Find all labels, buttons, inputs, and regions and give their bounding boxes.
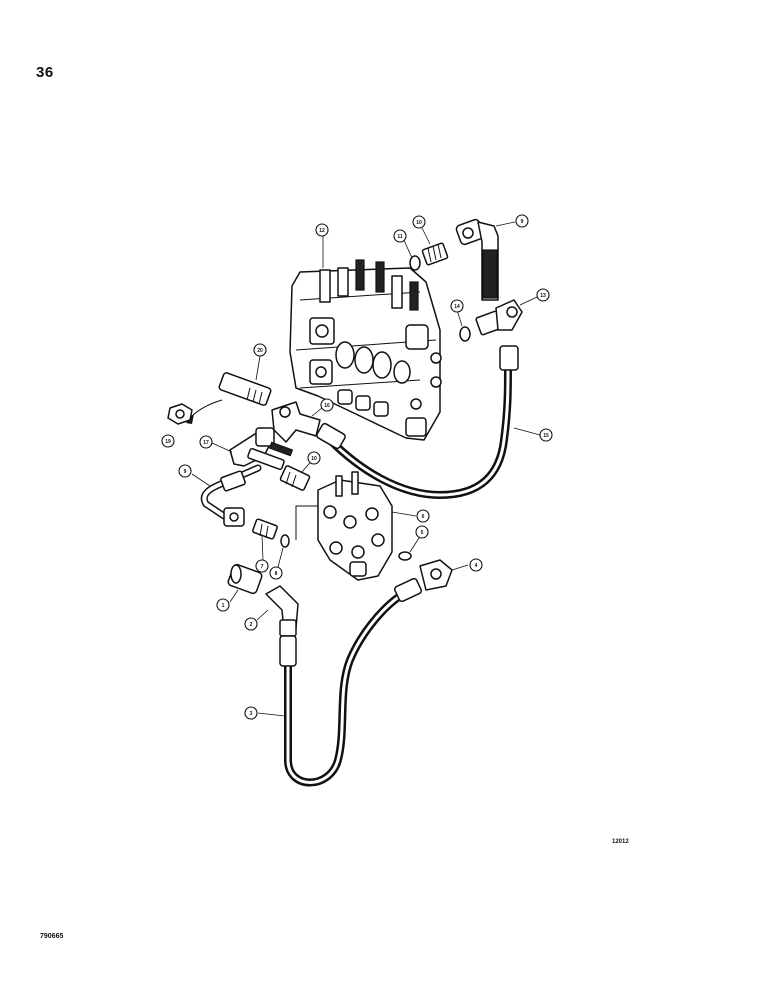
callout-4: 4 xyxy=(469,558,483,572)
callout-label: 11 xyxy=(397,234,403,240)
hose-part-3 xyxy=(279,577,423,787)
callout-3: 3 xyxy=(244,706,258,720)
callout-1: 1 xyxy=(216,598,230,612)
callout-label: 9 xyxy=(184,469,187,475)
elbow-tube-part-9-upper xyxy=(455,218,499,301)
valve-part-6 xyxy=(295,471,393,581)
callout-label: 10 xyxy=(311,456,317,462)
tee-fitting-part-16 xyxy=(271,401,321,443)
elbow-fitting-part-2 xyxy=(265,585,299,637)
fitting-part-20 xyxy=(218,372,272,406)
callout-label: 13 xyxy=(540,293,546,299)
callout-label: 2 xyxy=(250,622,253,628)
o-ring-part-8 xyxy=(280,534,290,548)
callout-17: 17 xyxy=(199,435,213,449)
figure-code: 12012 xyxy=(612,839,629,845)
callout-label: 6 xyxy=(422,514,425,520)
callout-13: 13 xyxy=(536,288,550,302)
nut-part-19 xyxy=(167,403,193,425)
o-ring-part-14 xyxy=(459,326,471,342)
callout-14: 14 xyxy=(450,299,464,313)
callout-2: 2 xyxy=(244,617,258,631)
callout-5: 5 xyxy=(415,525,429,539)
callout-label: 14 xyxy=(454,304,460,310)
callout-10-upper: 10 xyxy=(412,215,426,229)
fitting-part-7 xyxy=(252,518,278,540)
callout-15: 15 xyxy=(539,428,553,442)
tube-part-9-lower xyxy=(200,464,262,527)
callout-label: 8 xyxy=(275,571,278,577)
callout-label: 16 xyxy=(324,403,330,409)
callout-9-upper: 9 xyxy=(515,214,529,228)
elbow-fitting-part-4 xyxy=(419,559,453,591)
callout-label: 7 xyxy=(261,564,264,570)
callout-label: 17 xyxy=(203,440,209,446)
document-code: 790665 xyxy=(40,933,64,940)
callout-8: 8 xyxy=(269,566,283,580)
page-number: 36 xyxy=(36,64,54,81)
callout-label: 12 xyxy=(319,228,325,234)
callout-19: 19 xyxy=(161,434,175,448)
callout-20: 20 xyxy=(253,343,267,357)
connector-part-1 xyxy=(227,563,263,595)
o-ring-part-11 xyxy=(409,255,421,271)
elbow-fitting-part-17 xyxy=(229,427,294,471)
callout-label: 9 xyxy=(521,219,524,225)
callout-label: 20 xyxy=(257,348,263,354)
control-valve-part-12 xyxy=(289,259,442,441)
callout-12: 12 xyxy=(315,223,329,237)
callout-label: 3 xyxy=(250,711,253,717)
callout-7: 7 xyxy=(255,559,269,573)
callout-label: 15 xyxy=(543,433,549,439)
o-ring-part-5 xyxy=(398,551,412,561)
callout-label: 5 xyxy=(421,530,424,536)
callout-label: 10 xyxy=(416,220,422,226)
hose-part-15 xyxy=(316,345,519,500)
callout-label: 19 xyxy=(165,439,171,445)
adapter-part-10-lower xyxy=(279,465,311,491)
callout-11: 11 xyxy=(393,229,407,243)
callout-6: 6 xyxy=(416,509,430,523)
adapter-part-10-upper xyxy=(421,242,449,266)
callout-9-lower: 9 xyxy=(178,464,192,478)
callout-10-lower: 10 xyxy=(307,451,321,465)
callout-label: 4 xyxy=(475,563,478,569)
callout-label: 1 xyxy=(222,603,225,609)
elbow-fitting-part-13 xyxy=(475,299,523,336)
callout-16: 16 xyxy=(320,398,334,412)
